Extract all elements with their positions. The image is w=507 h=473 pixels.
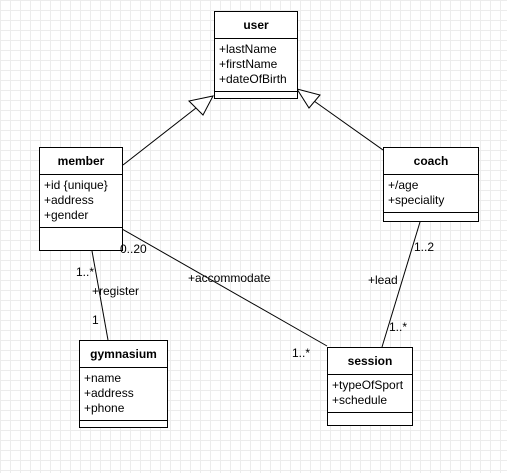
multiplicity-coach-lead: 1..2 [414,240,435,254]
class-coach-attributes: +/age +speciality [384,175,478,213]
association-lead[interactable] [381,221,421,348]
attribute: +schedule [332,393,388,407]
multiplicity-session-lead: 1..* [389,320,408,334]
association-accommodate-label: +accommodate [188,271,271,285]
attribute: +speciality [388,193,445,207]
class-member[interactable]: member +id {unique} +address +gender [39,147,123,251]
class-user[interactable]: user +lastName +firstName +dateOfBirth [214,11,298,99]
multiplicity-member-register: 1..* [76,265,95,279]
class-gymnasium-operations [80,421,167,427]
class-coach[interactable]: coach +/age +speciality [383,147,479,222]
attribute: +dateOfBirth [219,72,287,86]
inheritance-arrowhead-coach [295,88,321,109]
class-session-operations [328,413,412,425]
generalization-coach-user[interactable] [313,100,384,151]
class-user-attributes: +lastName +firstName +dateOfBirth [215,39,297,92]
class-user-operations [215,92,297,98]
generalization-member-user[interactable] [122,107,197,166]
class-gymnasium-title: gymnasium [80,341,167,368]
attribute: +firstName [219,57,278,71]
class-session-title: session [328,348,412,375]
attribute: +typeOfSport [332,378,404,392]
class-member-title: member [40,148,122,175]
class-coach-operations [384,213,478,221]
multiplicity-gymnasium-register: 1 [92,313,99,327]
class-gymnasium[interactable]: gymnasium +name +address +phone [79,340,168,428]
class-coach-title: coach [384,148,478,175]
association-register-label: +register [92,284,140,298]
association-lead-label: +lead [368,273,398,287]
class-gymnasium-attributes: +name +address +phone [80,368,167,421]
class-session[interactable]: session +typeOfSport +schedule [327,347,413,426]
inheritance-arrowhead-member [187,95,214,116]
association-accommodate[interactable] [121,228,328,347]
attribute: +phone [84,401,125,415]
attribute: +address [84,386,134,400]
association-register[interactable] [91,250,109,341]
class-member-operations [40,228,122,250]
multiplicity-member-accommodate: 0..20 [120,242,147,256]
class-member-attributes: +id {unique} +address +gender [40,175,122,228]
attribute: +/age [388,178,419,192]
attribute: +gender [44,208,89,222]
attribute: +id {unique} [44,178,108,192]
class-session-attributes: +typeOfSport +schedule [328,375,412,413]
attribute: +address [44,193,94,207]
class-user-title: user [215,12,297,39]
multiplicity-session-accommodate: 1..* [292,346,311,360]
attribute: +lastName [219,42,277,56]
attribute: +name [84,371,122,385]
